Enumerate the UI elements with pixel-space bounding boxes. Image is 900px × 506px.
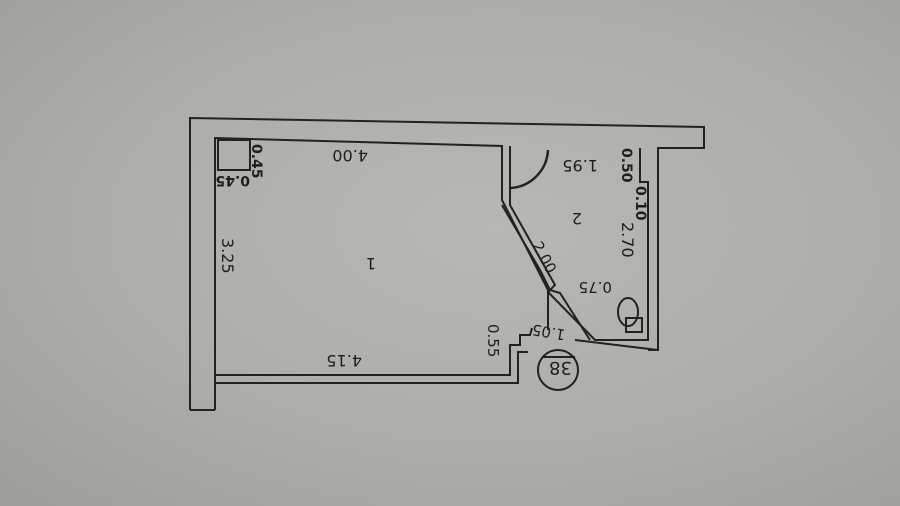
room1-bottom-outer (215, 351, 528, 384)
dim-room2-top: 1.95 (562, 156, 598, 175)
dim-step-055: 0.55 (484, 324, 502, 357)
dim-room2-075: 0.75 (579, 278, 612, 296)
dim-room1-bottom: 4.15 (326, 351, 362, 370)
dim-col-010: 0.10 (632, 186, 648, 221)
apartment-number: 38 (549, 357, 572, 378)
dim-room2-right: 2.70 (618, 222, 637, 258)
room1-boundary (215, 327, 533, 376)
toilet-icon (617, 297, 639, 327)
dim-room1-top: 4.00 (332, 146, 368, 165)
dim-niche-w: 0.45 (248, 144, 264, 179)
room2-boundary (509, 146, 649, 341)
partition (501, 204, 591, 341)
niche (217, 139, 251, 171)
dim-room1-left: 3.25 (218, 238, 237, 274)
apartment-circle (537, 349, 579, 391)
room-2-label: 2 (572, 209, 582, 228)
dim-step-105: 1.05 (531, 320, 567, 344)
inner-wall-room1 (214, 136, 549, 410)
door-arc (509, 149, 550, 190)
dim-col-050: 0.50 (618, 148, 634, 183)
room-1-label: 1 (366, 254, 376, 273)
dim-niche-h: 0.45 (215, 172, 250, 188)
